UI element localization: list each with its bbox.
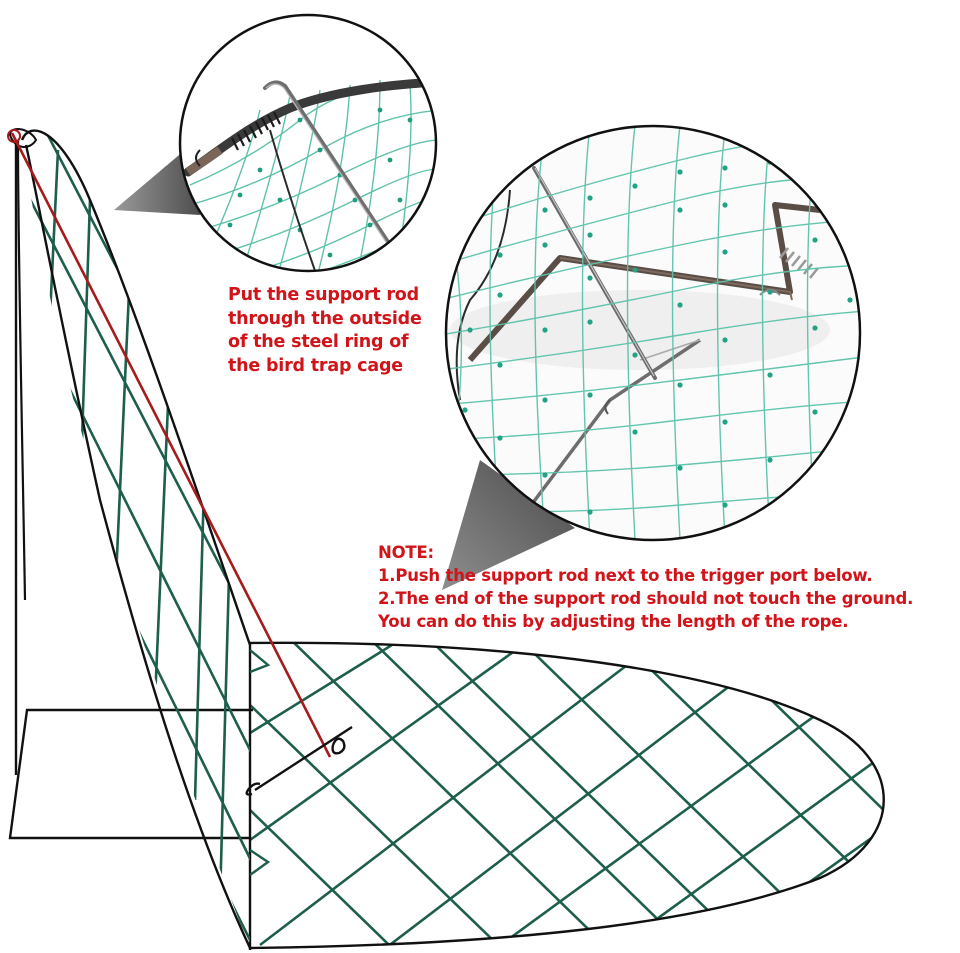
note-line-3: You can do this by adjusting the length … <box>378 612 849 631</box>
trigger-hook <box>245 725 353 796</box>
note-block: NOTE: 1.Push the support rod next to the… <box>378 541 913 633</box>
floor-net <box>249 641 885 950</box>
steel-ring-instruction: Put the support rod through the outside … <box>228 284 458 378</box>
support-rod <box>7 129 332 758</box>
closeup-photo-trigger-port <box>444 124 862 542</box>
note-heading: NOTE: <box>378 543 434 562</box>
instruction-line: of the steel ring of <box>228 332 409 352</box>
note-line-1: 1.Push the support rod next to the trigg… <box>378 566 873 585</box>
instruction-line: through the outside <box>228 308 422 329</box>
instruction-line: Put the support rod <box>228 285 419 305</box>
closeup-photo-steel-ring <box>178 13 438 273</box>
base-frame <box>8 140 253 950</box>
instruction-line: the bird trap cage <box>228 355 403 376</box>
callout-pointer-top <box>114 150 200 215</box>
note-line-2: 2.The end of the support rod should not … <box>378 589 914 608</box>
callout-pointer-right <box>442 460 575 590</box>
